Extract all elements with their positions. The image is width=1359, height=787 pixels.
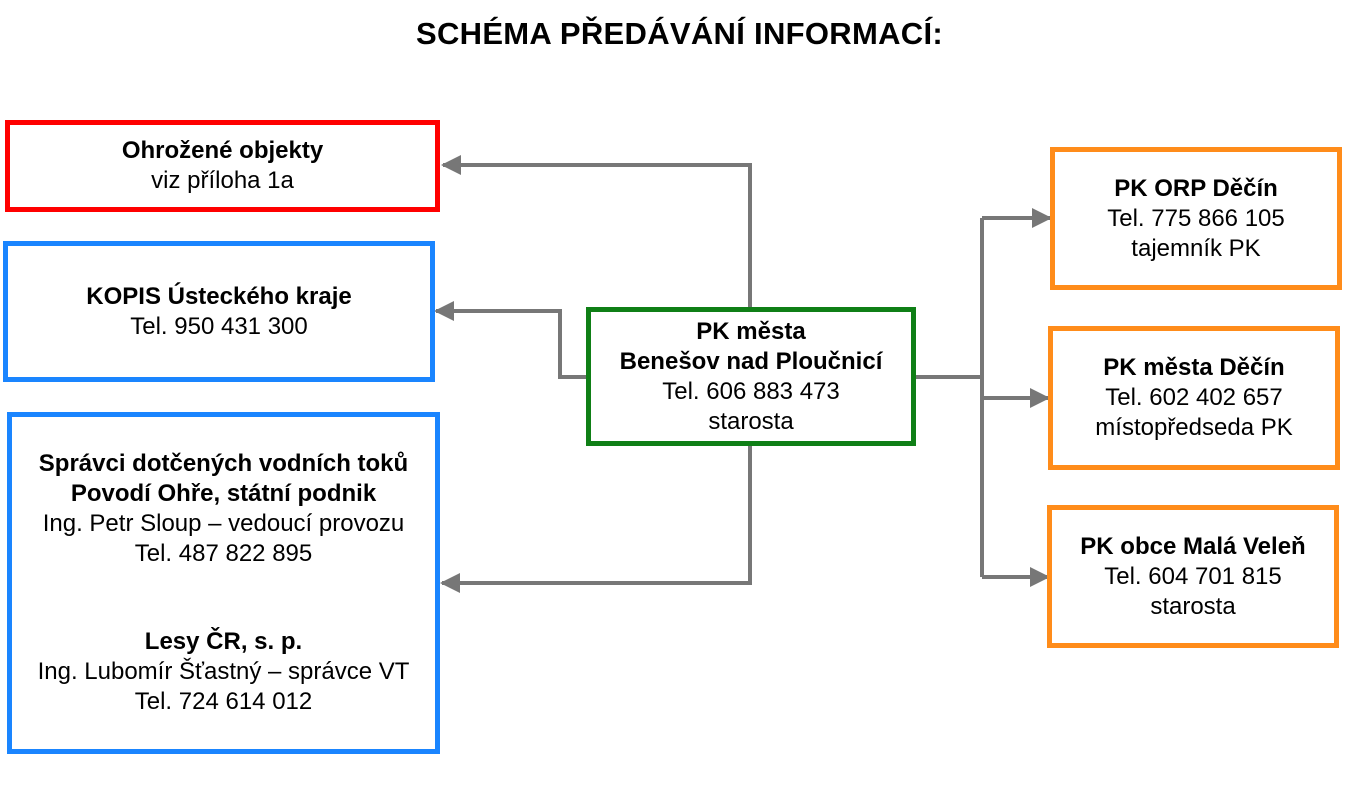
diagram-title: SCHÉMA PŘEDÁVÁNÍ INFORMACÍ: [415, 16, 944, 51]
water-managers-box: Správci dotčených vodních toků Povodí Oh… [7, 412, 440, 754]
center-phone: Tel. 606 883 473 [662, 377, 840, 405]
kopis-phone: Tel. 950 431 300 [130, 312, 308, 340]
center-name-line2: Benešov nad Ploučnicí [619, 347, 883, 375]
arrow-to-water-managers [440, 446, 752, 593]
kopis-name: KOPIS Ústeckého kraje [86, 282, 352, 310]
threatened-objects-name: Ohrožené objekty [121, 137, 324, 164]
pk-mesta-decin-name: PK města Děčín [1103, 354, 1285, 381]
pk-mesta-decin-role: místopředseda PK [1095, 414, 1293, 441]
pk-mala-velen-name: PK obce Malá Veleň [1080, 532, 1306, 560]
pk-orp-decin-box: PK ORP Děčín Tel. 775 866 105 tajemník P… [1050, 147, 1342, 290]
threatened-objects-box: Ohrožené objekty viz příloha 1a [5, 120, 440, 212]
center-role: starosta [708, 407, 794, 435]
povodi-ohre-phone: Tel. 487 822 895 [134, 540, 313, 567]
center-name-line1: PK města [696, 317, 806, 345]
water-managers-heading: Správci dotčených vodních toků [38, 450, 409, 477]
arrow-to-threatened-objects [441, 155, 752, 310]
threatened-objects-detail: viz příloha 1a [151, 167, 294, 194]
lesy-cr-contact-person: Ing. Lubomír Šťastný – správce VT [37, 658, 410, 685]
povodi-ohre-contact-person: Ing. Petr Sloup – vedoucí provozu [42, 510, 405, 537]
pk-orp-decin-role: tajemník PK [1131, 234, 1261, 262]
pk-orp-decin-name: PK ORP Děčín [1114, 174, 1278, 202]
center-box-pk-benesov: PK města Benešov nad Ploučnicí Tel. 606 … [586, 307, 916, 446]
pk-orp-decin-phone: Tel. 775 866 105 [1107, 204, 1285, 232]
pk-mesta-decin-box: PK města Děčín Tel. 602 402 657 místopře… [1048, 326, 1340, 470]
kopis-box: KOPIS Ústeckého kraje Tel. 950 431 300 [3, 241, 435, 382]
pk-mala-velen-role: starosta [1150, 592, 1236, 620]
lesy-cr-phone: Tel. 724 614 012 [134, 688, 313, 715]
pk-mala-velen-box: PK obce Malá Veleň Tel. 604 701 815 star… [1047, 505, 1339, 648]
pk-mala-velen-phone: Tel. 604 701 815 [1104, 562, 1282, 590]
arrow-to-kopis [434, 301, 588, 379]
lesy-cr-name: Lesy ČR, s. p. [144, 628, 303, 655]
povodi-ohre-name: Povodí Ohře, státní podnik [70, 480, 377, 507]
pk-mesta-decin-phone: Tel. 602 402 657 [1105, 384, 1283, 411]
